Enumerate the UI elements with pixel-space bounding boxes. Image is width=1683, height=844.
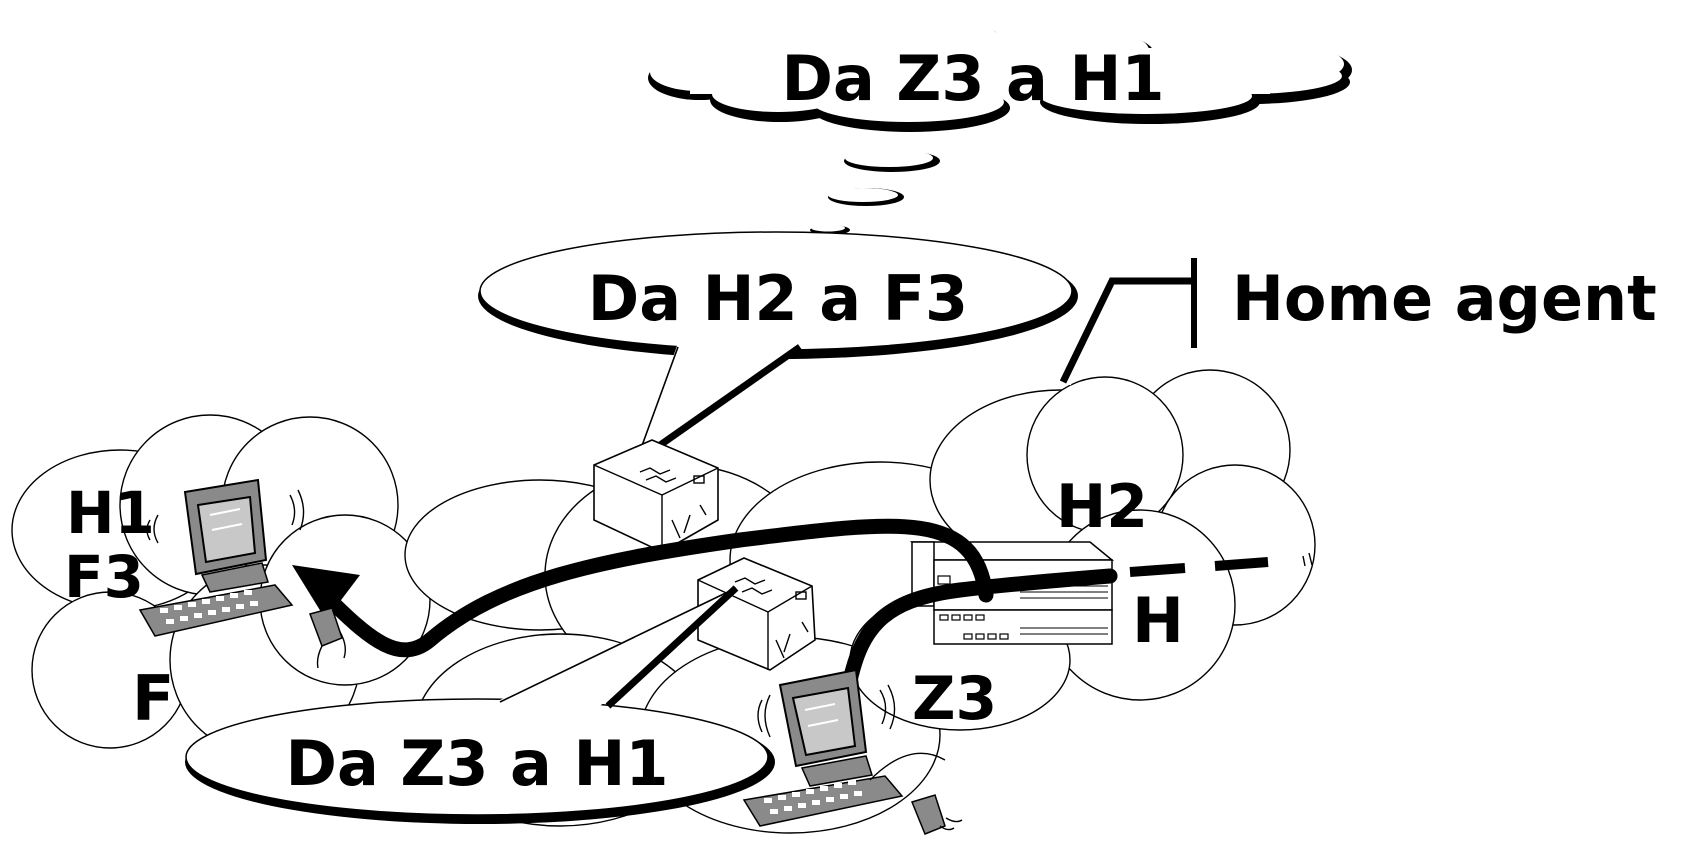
network-h-cloud (849, 369, 1316, 731)
node-labels: H1 F3 F H2 H Z3 (64, 472, 1184, 735)
speech-bubble-z3-h1-text: Da Z3 a H1 (285, 727, 668, 800)
home-agent-label: Home agent (1232, 262, 1657, 335)
arrow-head-icon (292, 565, 360, 620)
speech-bubble-z3-h1: Da Z3 a H1 (185, 585, 775, 824)
tunnel-path (292, 518, 994, 658)
router-lower[interactable] (697, 557, 816, 671)
label-h1: H1 (66, 479, 155, 547)
thought-cloud-text: Da Z3 a H1 (781, 42, 1164, 115)
label-f3: F3 (64, 543, 144, 611)
home-link-dashes (1129, 552, 1313, 577)
thought-cloud: Da Z3 a H1 (648, 17, 1352, 235)
speech-bubble-h2-f3-text: Da H2 a F3 (588, 262, 968, 335)
computer-bottom[interactable] (742, 668, 963, 835)
speech-bubble-h2-f3: Da H2 a F3 (478, 231, 1078, 465)
router-upper[interactable] (593, 439, 719, 553)
label-z3: Z3 (912, 664, 997, 734)
computer-left[interactable] (138, 478, 347, 669)
label-h: H (1132, 584, 1184, 657)
home-agent-marker: Home agent (1059, 258, 1657, 386)
thought-trail (810, 149, 940, 235)
packet-path-z3 (840, 568, 1118, 698)
label-h2: H2 (1056, 472, 1148, 542)
label-f: F (132, 662, 174, 735)
